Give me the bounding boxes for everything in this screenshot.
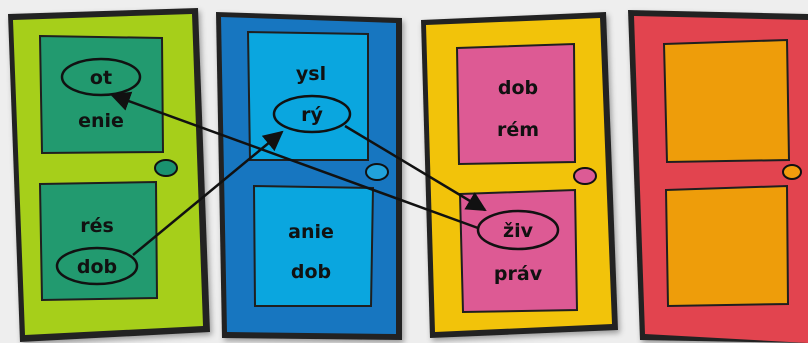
door-1-bottom-syllable-1: rés xyxy=(80,215,114,237)
door-2-bottom-panel xyxy=(252,184,375,307)
syllable-circle-ziv xyxy=(476,209,560,251)
connector-arrows xyxy=(110,91,487,256)
arrow-ziv-to-ot xyxy=(110,91,479,230)
door-3-bottom-syllable-1: živ xyxy=(503,220,534,242)
door-3-bottom-panel xyxy=(458,188,579,314)
door-3-top-syllable-1: dob xyxy=(498,77,538,99)
door-3-bottom-syllable-2: práv xyxy=(494,263,543,285)
door-1-bottom-syllable-2: dob xyxy=(77,256,117,278)
door-4 xyxy=(628,10,808,343)
door-2-bottom-syllable-2: dob xyxy=(291,261,331,283)
door-3-top-panel xyxy=(455,42,577,166)
door-2-top-syllable-1: ysl xyxy=(296,63,326,85)
door-1-top-syllable-1: ot xyxy=(90,67,112,89)
syllable-circle-ot xyxy=(60,57,142,97)
door-4-knob xyxy=(782,164,802,180)
door-3-knob xyxy=(573,167,597,185)
door-1-bottom-panel xyxy=(38,180,159,302)
arrow-ry-to-ziv xyxy=(344,124,487,212)
door-2-knob xyxy=(365,163,389,181)
door-3-top-syllable-2: rém xyxy=(497,119,539,141)
door-4-bottom-panel xyxy=(664,184,790,308)
syllable-circle-dob-door-1 xyxy=(55,246,139,286)
door-1: ot enie rés dob xyxy=(8,8,210,342)
door-1-knob xyxy=(154,159,178,177)
door-1-top-syllable-2: enie xyxy=(78,110,124,132)
door-2-bottom-syllable-1: anie xyxy=(288,221,334,243)
door-2-top-syllable-2: rý xyxy=(301,104,323,126)
door-3: dob rém živ práv xyxy=(421,12,618,338)
door-4-top-panel xyxy=(662,38,791,164)
syllable-circle-ry xyxy=(272,94,352,134)
door-2: ysl rý anie dob xyxy=(216,12,402,340)
arrow-dob-to-ry xyxy=(132,130,284,256)
